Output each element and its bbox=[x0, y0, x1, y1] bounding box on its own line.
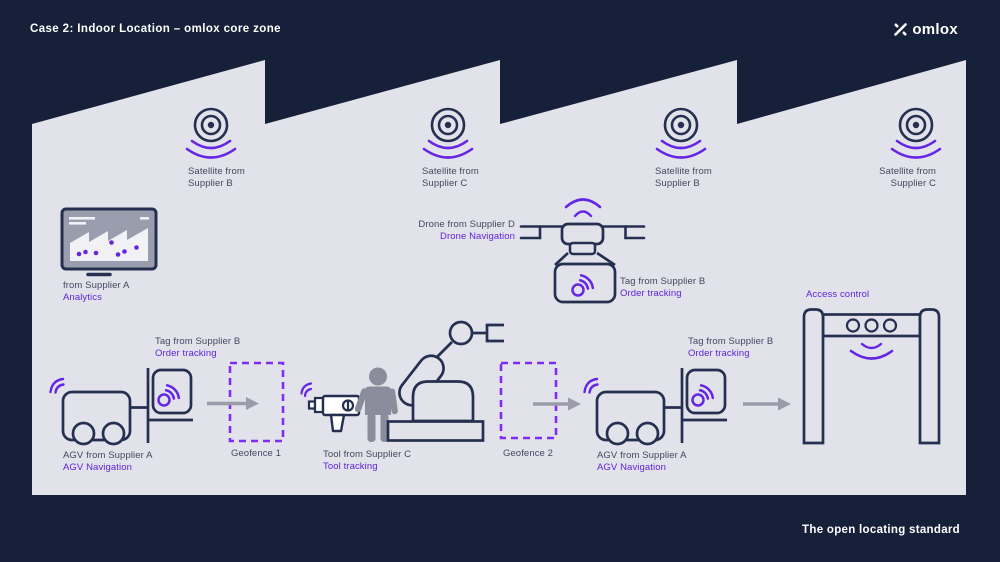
worker-icon bbox=[354, 367, 398, 442]
monitor-label: from Supplier A Analytics bbox=[63, 280, 129, 304]
satellite-2-label-line1: Satellite from bbox=[422, 166, 479, 177]
agv-left-service-label: AGV Navigation bbox=[63, 462, 132, 474]
agv-right-tag-label: Tag from Supplier B Order tracking bbox=[688, 336, 773, 360]
satellite-3-label-line1: Satellite from bbox=[655, 166, 712, 177]
drone-tag-supplier-label: Tag from Supplier B bbox=[620, 276, 706, 287]
monitor-supplier-label: from Supplier A bbox=[63, 280, 130, 291]
agv-left-tag-label: Tag from Supplier B Order tracking bbox=[155, 336, 240, 360]
satellite-3-label-line2: Supplier B bbox=[655, 178, 700, 190]
drone-icon bbox=[519, 198, 646, 304]
drone-label: Drone from Supplier D Drone Navigation bbox=[418, 219, 515, 243]
satellite-4-label-line2: Supplier C bbox=[890, 178, 936, 190]
satellite-3-label: Satellite from Supplier B bbox=[655, 166, 712, 190]
agv-right-tag-supplier-label: Tag from Supplier B bbox=[688, 336, 774, 347]
robot-arm-icon bbox=[386, 320, 504, 442]
access-control-gate-icon bbox=[802, 308, 941, 445]
geofence-2-zone bbox=[499, 361, 558, 440]
flow-arrow bbox=[743, 397, 791, 411]
agv-right-service-label: AGV Navigation bbox=[597, 462, 666, 474]
flow-arrow bbox=[533, 397, 581, 411]
agv-left-tag-service-label: Order tracking bbox=[155, 348, 217, 360]
drone-supplier-label: Drone from Supplier D bbox=[418, 219, 515, 230]
omlox-logo-mark-icon bbox=[894, 23, 908, 36]
agv-left-supplier-label: AGV from Supplier A bbox=[63, 450, 153, 461]
satellite-1-label-line1: Satellite from bbox=[188, 166, 245, 177]
satellite-4-label-line1: Satellite from bbox=[879, 166, 936, 177]
footer-tagline: The open locating standard bbox=[802, 524, 960, 536]
drone-package-tag-icon bbox=[553, 262, 617, 304]
page-title: Case 2: Indoor Location – omlox core zon… bbox=[30, 23, 281, 35]
analytics-monitor-icon bbox=[60, 207, 158, 277]
agv-right-tag-service-label: Order tracking bbox=[688, 348, 750, 360]
omlox-logo-text: omlox bbox=[912, 21, 958, 38]
drone-tag-label: Tag from Supplier B Order tracking bbox=[620, 276, 705, 300]
tool-supplier-label: Tool from Supplier C bbox=[323, 449, 412, 460]
agv-right-supplier-label: AGV from Supplier A bbox=[597, 450, 687, 461]
monitor-service-label: Analytics bbox=[63, 292, 102, 304]
flow-arrow bbox=[207, 397, 259, 410]
tool-label: Tool from Supplier C Tool tracking bbox=[323, 449, 411, 473]
satellite-2-label: Satellite from Supplier C bbox=[422, 166, 479, 190]
geofence-1-label: Geofence 1 bbox=[230, 448, 282, 459]
tool-service-label: Tool tracking bbox=[323, 461, 378, 473]
geofence-2-label: Geofence 2 bbox=[502, 448, 554, 459]
access-control-label: Access control bbox=[806, 289, 870, 300]
omlox-logo: omlox bbox=[894, 21, 958, 38]
satellite-1-label-line2: Supplier B bbox=[188, 178, 233, 190]
satellite-4-label: Satellite from Supplier C bbox=[856, 166, 936, 190]
agv-left-label: AGV from Supplier A AGV Navigation bbox=[63, 450, 153, 474]
drone-tag-service-label: Order tracking bbox=[620, 288, 682, 300]
satellite-1-label: Satellite from Supplier B bbox=[188, 166, 245, 190]
drone-service-label: Drone Navigation bbox=[439, 231, 515, 243]
satellite-2-label-line2: Supplier C bbox=[422, 178, 468, 190]
core-zone-factory-silhouette bbox=[32, 60, 966, 495]
agv-left-tag-supplier-label: Tag from Supplier B bbox=[155, 336, 241, 347]
agv-right-label: AGV from Supplier A AGV Navigation bbox=[597, 450, 687, 474]
